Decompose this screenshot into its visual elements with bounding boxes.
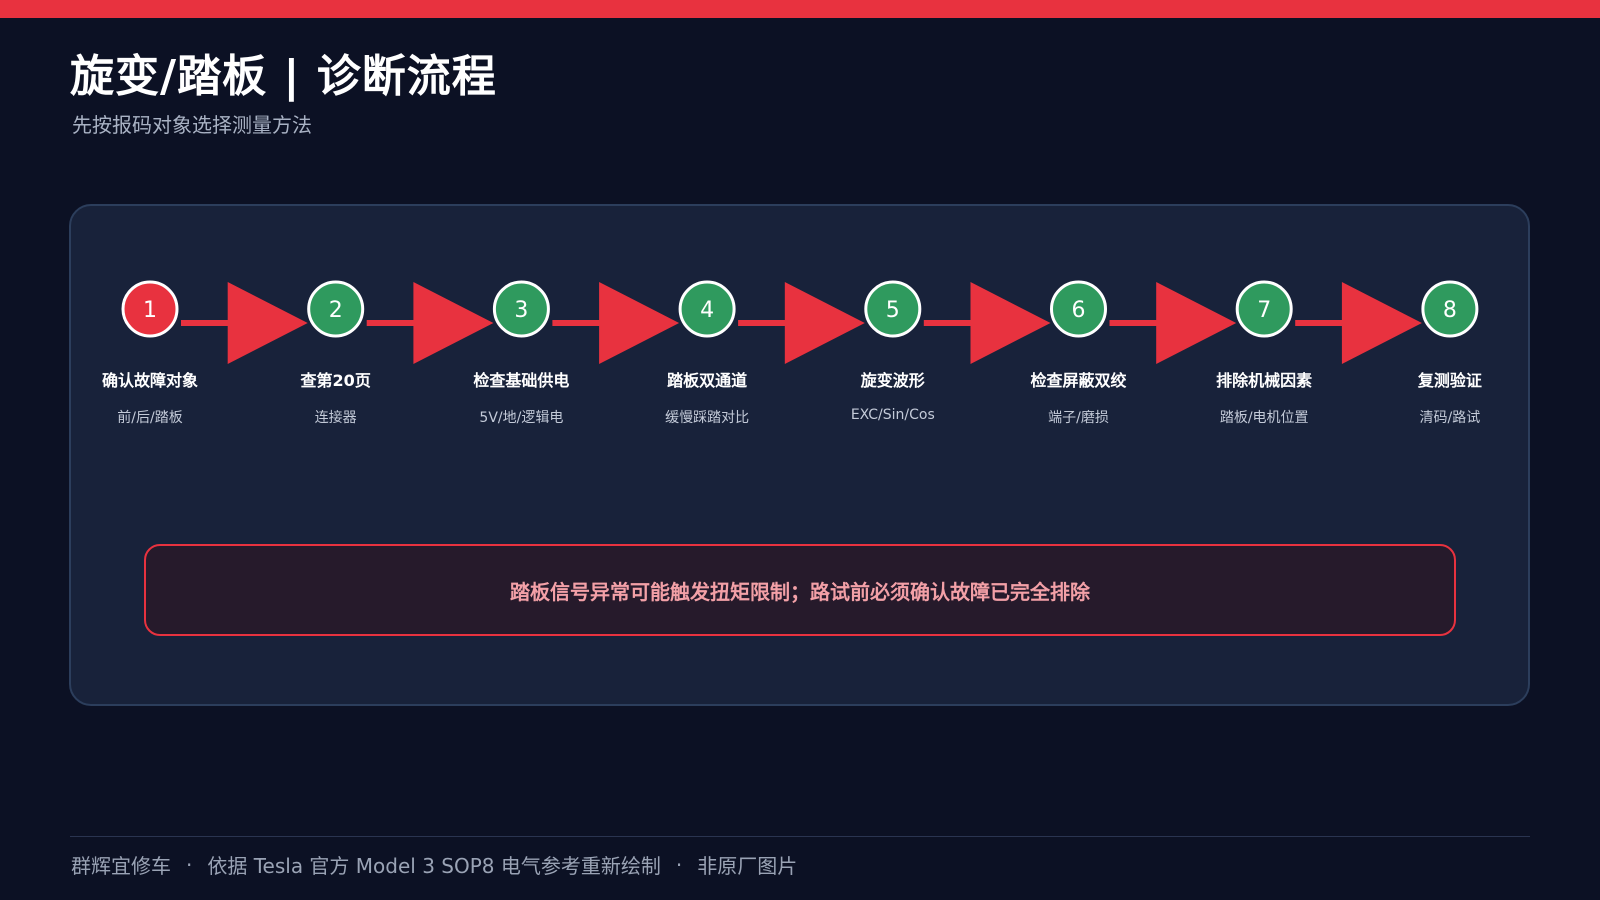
step-sublabel: 缓慢踩踏对比 [665, 410, 750, 426]
step-sublabel: 连接器 [314, 410, 357, 426]
step-label: 查第20页 [300, 371, 371, 390]
step-number: 7 [1257, 298, 1271, 323]
step-number: 2 [329, 298, 343, 323]
step-node-3: 3 [492, 280, 550, 338]
step-number: 5 [886, 298, 900, 323]
footer-divider [70, 836, 1530, 837]
step-number: 8 [1443, 298, 1457, 323]
step-label: 复测验证 [1417, 371, 1482, 390]
step-number: 6 [1072, 298, 1086, 323]
step-label: 排除机械因素 [1216, 371, 1313, 390]
step-sublabel: 端子/磨损 [1048, 410, 1109, 426]
step-label: 检查屏蔽双绞 [1030, 371, 1127, 390]
footer-brand: 群辉宜修车 [71, 854, 171, 878]
step-node-8: 8 [1421, 280, 1479, 338]
page-title: 旋变/踏板 | 诊断流程 [70, 51, 497, 102]
step-sublabel: 5V/地/逻辑电 [479, 410, 564, 426]
step-sublabel: 前/后/踏板 [117, 410, 183, 426]
flow-arrow [552, 282, 680, 364]
step-node-4: 4 [678, 280, 736, 338]
step-sublabel: EXC/Sin/Cos [850, 407, 935, 423]
step-node-1: 1 [121, 280, 179, 338]
page-subtitle: 先按报码对象选择测量方法 [72, 113, 312, 137]
flow-arrow [1295, 282, 1422, 364]
step-label: 踏板双通道 [667, 371, 748, 390]
flow-arrow [738, 282, 865, 364]
footer-disclaimer: 非原厂图片 [697, 854, 798, 878]
step-node-2: 2 [307, 280, 365, 338]
flow-arrow [181, 282, 308, 364]
step-number: 1 [143, 298, 157, 323]
footer: 群辉宜修车 · 依据 Tesla 官方 Model 3 SOP8 电气参考重新绘… [71, 850, 797, 879]
step-label: 确认故障对象 [101, 371, 198, 390]
footer-separator: · [675, 852, 683, 877]
footer-source: 依据 Tesla 官方 Model 3 SOP8 电气参考重新绘制 [207, 854, 661, 878]
top-accent-bar [0, 0, 1600, 18]
flow-arrow [923, 282, 1051, 364]
step-sublabel: 清码/路试 [1419, 410, 1481, 426]
warning-text: 踏板信号异常可能触发扭矩限制；路试前必须确认故障已完全排除 [510, 579, 1090, 604]
flow-arrow [1109, 282, 1237, 364]
step-number: 4 [700, 298, 714, 323]
footer-separator: · [186, 852, 193, 877]
flow-arrow [366, 282, 494, 364]
step-label: 旋变波形 [860, 371, 925, 390]
step-sublabel: 踏板/电机位置 [1219, 410, 1309, 426]
warning-box: 踏板信号异常可能触发扭矩限制；路试前必须确认故障已完全排除 [144, 544, 1456, 636]
step-number: 3 [514, 298, 528, 323]
step-label: 检查基础供电 [473, 371, 570, 390]
step-node-6: 6 [1050, 280, 1107, 338]
step-node-7: 7 [1235, 280, 1293, 338]
step-node-5: 5 [864, 280, 922, 338]
